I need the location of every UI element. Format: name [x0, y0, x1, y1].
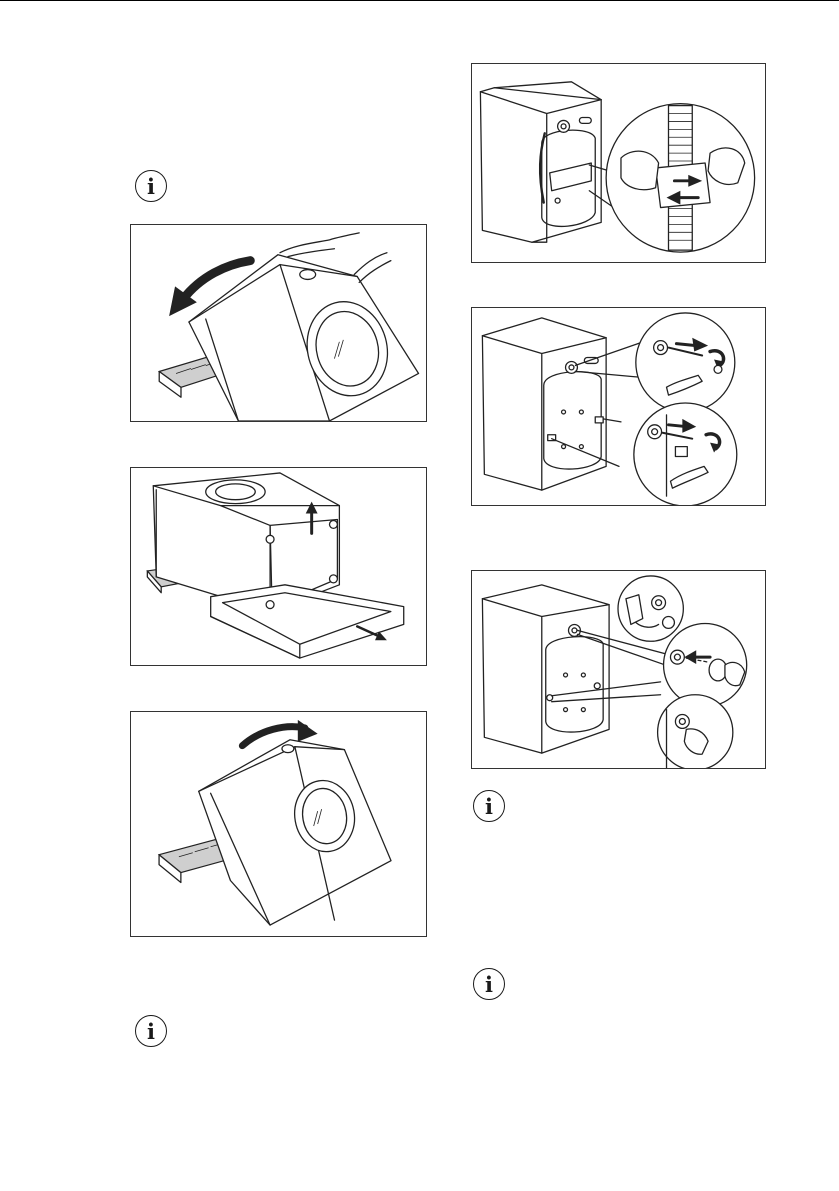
illustration-fit-caps [472, 571, 765, 768]
info-icon: i [473, 790, 505, 822]
info-icon: i [135, 170, 167, 202]
figure-tilt-machine-back [130, 224, 427, 422]
figure-fit-caps [471, 570, 766, 769]
figure-remove-bolts [471, 307, 766, 506]
info-icon: i [135, 1015, 167, 1047]
illustration-remove-hose [472, 64, 765, 262]
figure-tilt-upright [130, 711, 427, 937]
illustration-remove-bolts [472, 308, 765, 505]
illustration-tilt-upright [131, 712, 426, 936]
illustration-remove-base [131, 468, 426, 665]
illustration-tilt-back [131, 225, 426, 421]
top-rule [0, 0, 839, 1]
figure-remove-hose [471, 63, 766, 263]
info-icon: i [473, 968, 505, 1000]
figure-remove-base [130, 467, 427, 666]
